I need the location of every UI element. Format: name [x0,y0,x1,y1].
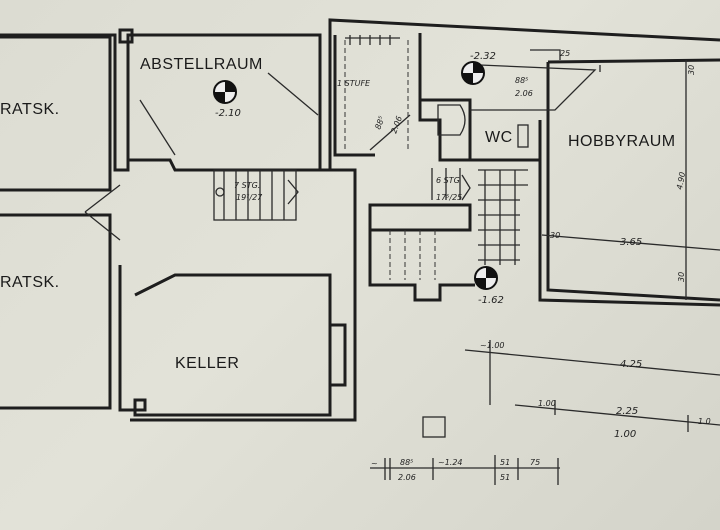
room-label-vorratskeller-top: RATSK. [0,101,60,118]
door-diag-top: 88⁵ [373,115,386,131]
dim-1-00-a: 1.00 [538,399,556,408]
bottom-dimension-chain: ~ 88⁵ 2.06 ~1.24 51 51 75 [371,458,540,482]
room-label-keller: KELLER [175,355,239,372]
dim-30-top: 30 [687,65,696,75]
door-diag-bottom: 2.06 [389,115,404,135]
room-label-hobbyraum: HOBBYRAUM [568,133,676,150]
dim-bottom-0: ~ [371,459,378,468]
room-label-wc: WC [485,129,513,146]
dim-bottom-5: 51 [500,473,510,482]
level-marker-icon [461,61,485,85]
door-wc-bottom: 2.06 [515,89,533,98]
dim-30-bottom: 30 [677,272,686,282]
dim-1-00-b: 1.00 [614,429,636,440]
dim-bottom-6: 75 [530,458,540,467]
stair2-count: 6 STG [436,176,460,185]
dim-4-25: 4.25 [620,359,642,370]
door-wc-top: 88⁵ [515,76,528,85]
walls [0,18,720,422]
dim-2-25: 2.25 [616,406,638,417]
level-lower: -1.62 [478,295,504,306]
level-marker-icon [474,266,498,290]
dim-1-00-c: 1.0 [698,417,711,426]
stair-lower [344,35,528,280]
dim-25: 25 [560,49,570,58]
stufe-note: 1 STUFE [337,79,371,88]
room-label-abstellraum: ABSTELLRAUM [140,56,263,73]
dim-bottom-3: ~1.24 [438,458,463,467]
dim-approx-1-00: ~1.00 [480,341,505,350]
stair1-ratio: 19⁷/27 [236,193,263,202]
room-label-vorratskeller-bottom: RATSK. [0,274,60,291]
dim-3-65: 3.65 [620,237,642,248]
dim-4-90: 4.90 [675,171,687,190]
dim-30-left: 30 [550,231,560,240]
level-abstellraum: -2.10 [215,108,241,119]
thin-lines [84,49,720,485]
level-marker-icon [213,80,237,104]
dim-bottom-4: 51 [500,458,510,467]
dim-bottom-1: 88⁵ [400,458,413,467]
stair2-ratio: 17⁵/25 [436,193,462,202]
level-upper-right: -2.32 [470,51,496,62]
stair-upper [213,169,299,221]
stair1-count: 7 STG. [234,181,260,190]
dim-bottom-2: 2.06 [398,473,416,482]
